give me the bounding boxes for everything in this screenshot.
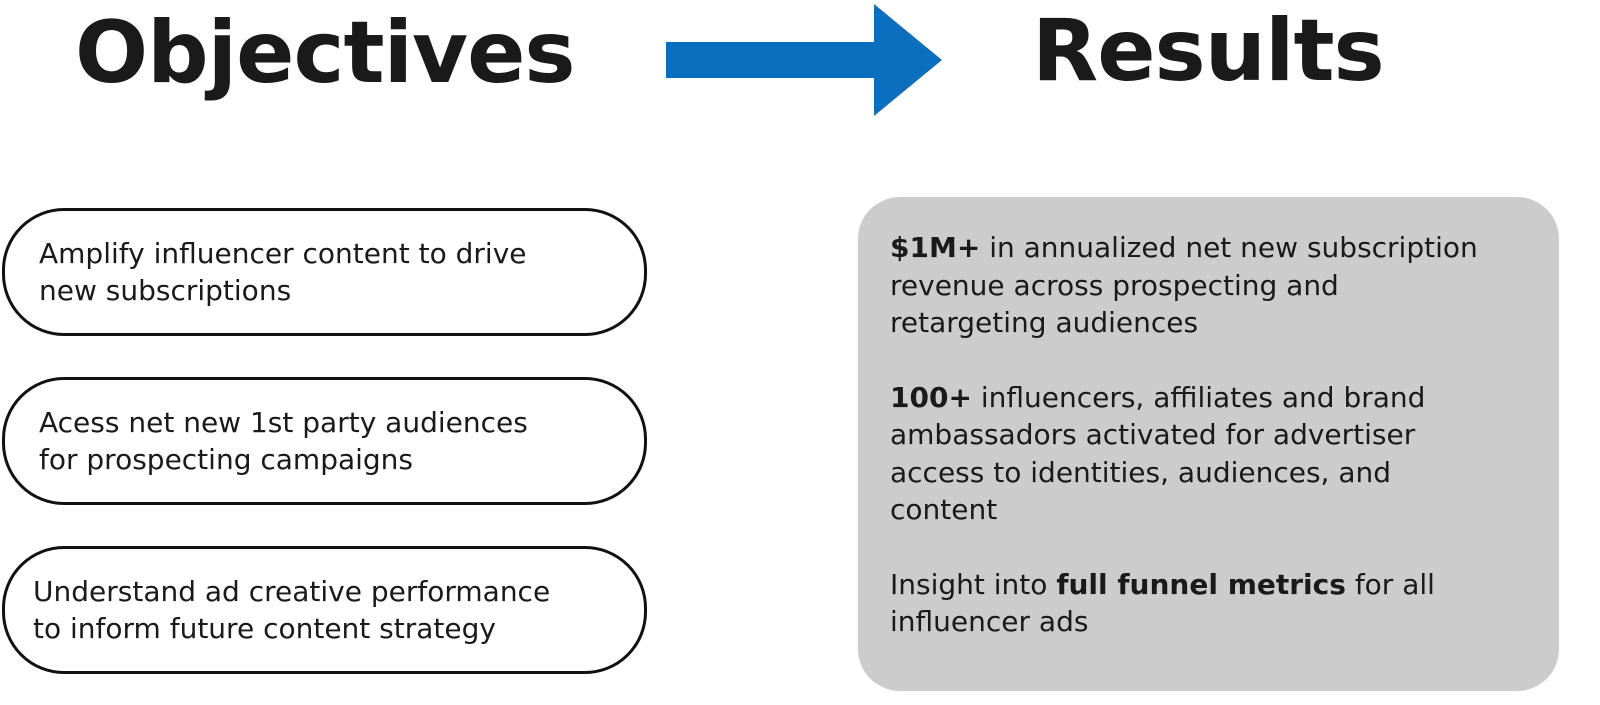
result-highlight: 100+ — [890, 380, 972, 414]
result-text: for all influencer ads — [890, 567, 1435, 639]
objective-text: Acess net new 1st party audiences for pr… — [39, 406, 528, 476]
objective-text: Amplify influencer content to drive new … — [39, 237, 527, 307]
right-arrow-icon — [666, 4, 942, 116]
objectives-heading: Objectives — [75, 3, 576, 103]
objective-text: Understand ad creative performance to in… — [33, 575, 551, 645]
result-revenue: $1M+ in annualized net new subscription … — [890, 229, 1539, 342]
objective-box-amplify: Amplify influencer content to drive new … — [2, 208, 647, 336]
results-panel: $1M+ in annualized net new subscription … — [858, 197, 1559, 691]
result-influencers: 100+ influencers, affiliates and brand a… — [890, 379, 1539, 529]
result-highlight: $1M+ — [890, 231, 981, 264]
objective-box-creative: Understand ad creative performance to in… — [2, 546, 647, 674]
results-heading: Results — [1032, 1, 1385, 101]
result-text: in annualized net new subscription reven… — [890, 231, 1478, 339]
result-text: influencers, affiliates and brand ambass… — [890, 380, 1426, 527]
result-insight: Insight into full funnel metrics for all… — [890, 566, 1539, 641]
result-prefix: Insight into — [890, 567, 1057, 601]
result-highlight: full funnel metrics — [1056, 567, 1346, 601]
arrow-shape — [666, 4, 942, 116]
objective-box-audiences: Acess net new 1st party audiences for pr… — [2, 377, 647, 505]
